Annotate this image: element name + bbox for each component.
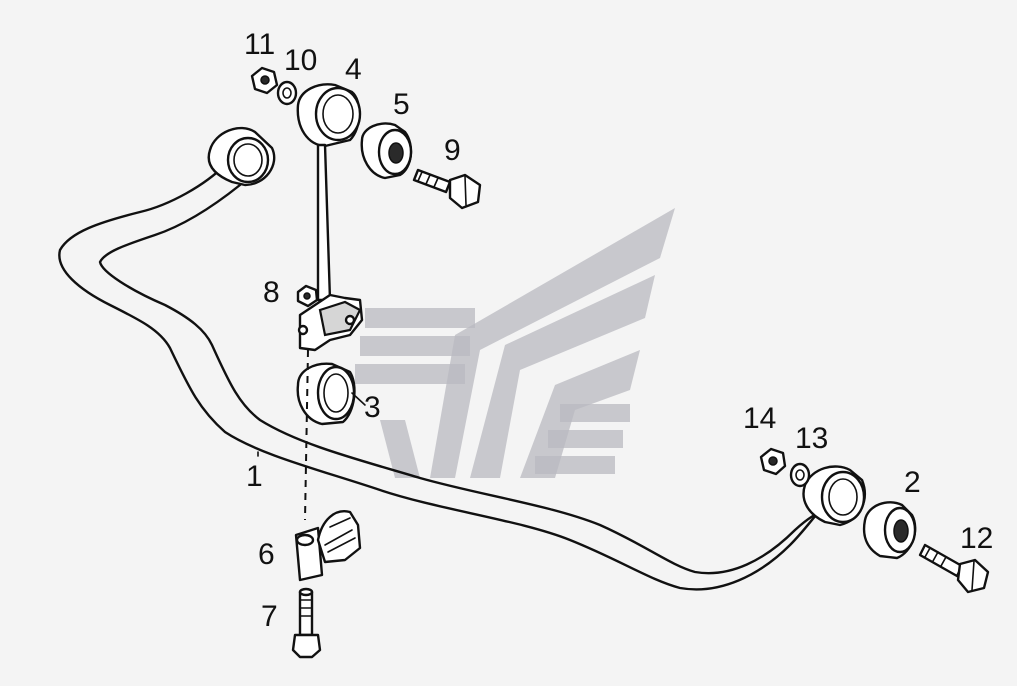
watermark-logo bbox=[355, 208, 675, 478]
callout-9: 9 bbox=[444, 134, 461, 167]
washer-10 bbox=[276, 80, 298, 106]
assembly-axis-line bbox=[304, 349, 309, 521]
bolt-7 bbox=[291, 587, 322, 659]
bolt-12 bbox=[918, 543, 990, 594]
callout-14: 14 bbox=[743, 402, 777, 435]
callout-11: 11 bbox=[244, 28, 276, 61]
callout-3: 3 bbox=[364, 391, 381, 424]
nut-14 bbox=[759, 447, 787, 476]
callout-10: 10 bbox=[284, 44, 318, 77]
callout-2: 2 bbox=[904, 466, 921, 499]
callout-8: 8 bbox=[263, 276, 280, 309]
nut-8 bbox=[296, 284, 319, 308]
bracket-6 bbox=[294, 510, 362, 582]
stabilizer-bar bbox=[58, 163, 832, 591]
nut-11 bbox=[250, 66, 279, 95]
callout-4: 4 bbox=[345, 53, 362, 86]
bushing-5 bbox=[360, 122, 413, 180]
callout-1: 1 bbox=[246, 460, 263, 493]
callout-5: 5 bbox=[393, 88, 410, 121]
callout-7: 7 bbox=[261, 600, 278, 633]
bar-end-bushing-left bbox=[207, 126, 276, 187]
bushing-2 bbox=[862, 501, 917, 560]
bushing-3 bbox=[296, 362, 356, 426]
callout-12: 12 bbox=[960, 522, 994, 555]
leader-3 bbox=[351, 392, 366, 406]
callout-6: 6 bbox=[258, 538, 275, 571]
bar-end-bushing-right bbox=[802, 465, 866, 527]
washer-13 bbox=[789, 462, 811, 488]
link-rod bbox=[296, 83, 364, 352]
callout-13: 13 bbox=[795, 422, 829, 455]
bolt-9 bbox=[412, 168, 482, 210]
